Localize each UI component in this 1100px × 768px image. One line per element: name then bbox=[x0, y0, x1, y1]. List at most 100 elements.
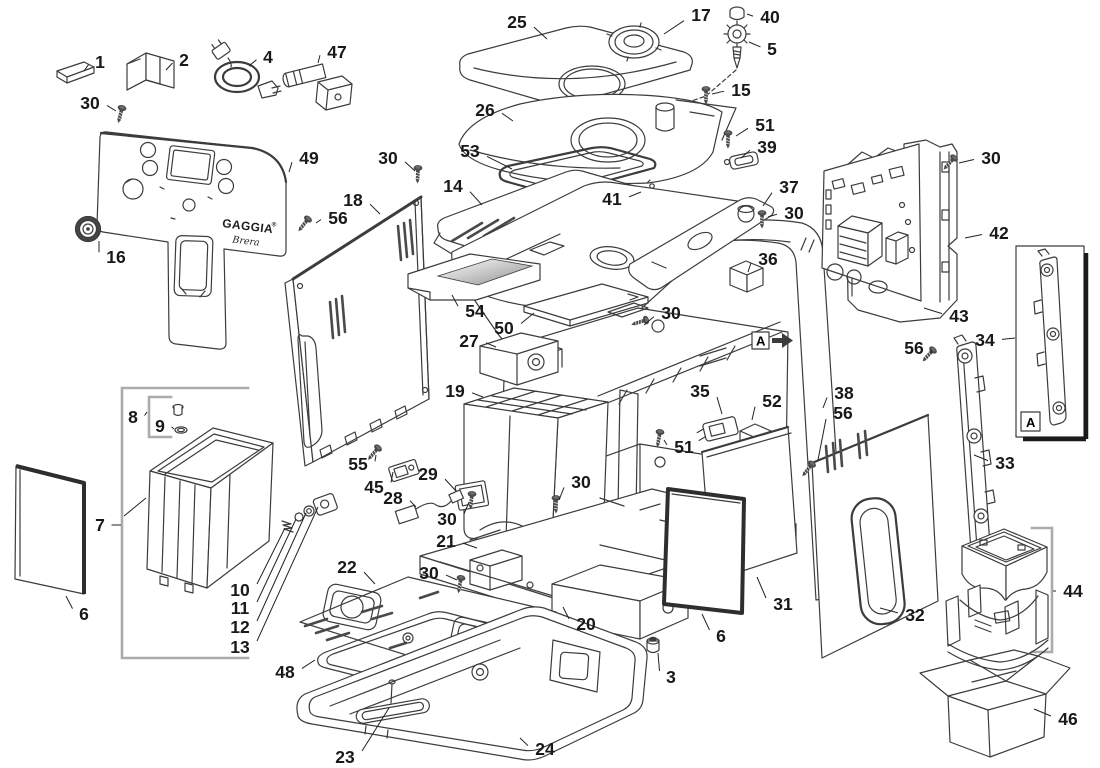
leader-line-27 bbox=[485, 342, 497, 348]
detail-inset-box-34: A bbox=[1015, 245, 1089, 442]
part-label-49: 49 bbox=[299, 148, 319, 168]
part-label-6: 6 bbox=[716, 626, 726, 646]
part-17-lid-cap bbox=[606, 22, 662, 62]
detail-marker-letter-inset: A bbox=[1026, 415, 1036, 430]
part-label-26: 26 bbox=[475, 100, 495, 120]
part-26-upper-housing bbox=[458, 93, 737, 185]
part-54-shelf-panel bbox=[407, 253, 541, 301]
leader-line-30 bbox=[463, 501, 470, 515]
leader-line-39 bbox=[740, 149, 751, 159]
leader-line-54 bbox=[451, 294, 459, 307]
part-label-24: 24 bbox=[535, 739, 555, 759]
leader-line-6 bbox=[65, 595, 73, 609]
part-33-door-rail bbox=[953, 334, 996, 557]
part-label-2: 2 bbox=[179, 50, 189, 70]
part-39-clip bbox=[723, 151, 759, 170]
part-label-47: 47 bbox=[327, 42, 346, 62]
leader-line-11 bbox=[256, 518, 297, 603]
part-4-power-cord bbox=[211, 39, 282, 99]
model-script-text: Brera bbox=[231, 234, 261, 248]
group-bracket-8-9 bbox=[147, 395, 173, 439]
part-label-12: 12 bbox=[230, 617, 250, 637]
leader-line-30 bbox=[767, 213, 778, 218]
leader-line-25 bbox=[533, 26, 548, 40]
part-label-17: 17 bbox=[691, 5, 710, 25]
part-label-28: 28 bbox=[383, 488, 403, 508]
leader-line-9 bbox=[171, 426, 175, 430]
part-label-23: 23 bbox=[335, 747, 355, 767]
part-label-27: 27 bbox=[459, 331, 478, 351]
part-label-46: 46 bbox=[1058, 709, 1078, 729]
part-label-30: 30 bbox=[80, 93, 100, 113]
leader-line-2 bbox=[165, 62, 173, 71]
part-53-lid-gasket bbox=[498, 146, 657, 195]
leader-line-10 bbox=[256, 527, 286, 585]
part-label-15: 15 bbox=[731, 80, 751, 100]
part-label-16: 16 bbox=[106, 247, 126, 267]
part-27-valve-bracket bbox=[479, 332, 559, 386]
part-label-11: 11 bbox=[231, 598, 250, 618]
part-label-30: 30 bbox=[784, 203, 804, 223]
part-6-left-panel bbox=[14, 464, 86, 595]
part-label-14: 14 bbox=[443, 176, 463, 196]
part-label-19: 19 bbox=[445, 381, 465, 401]
part-label-13: 13 bbox=[230, 637, 250, 657]
leader-line-38 bbox=[822, 397, 828, 409]
leader-line-21 bbox=[462, 542, 478, 549]
part-label-33: 33 bbox=[995, 453, 1015, 473]
gaggia-logo: GAGGIA ® Brera bbox=[222, 216, 278, 249]
part-36-microswitch bbox=[729, 260, 764, 293]
leader-line-36 bbox=[747, 262, 752, 273]
leader-line-30 bbox=[404, 161, 416, 172]
leader-line-30 bbox=[643, 316, 655, 326]
leader-line-8 bbox=[144, 411, 148, 416]
part-label-8: 8 bbox=[128, 407, 138, 427]
leader-line-53 bbox=[486, 155, 513, 170]
part-label-5: 5 bbox=[767, 39, 777, 59]
leader-line-20 bbox=[562, 606, 570, 620]
part-1-cleaning-strip bbox=[56, 61, 95, 84]
leader-line-41 bbox=[628, 191, 642, 198]
leader-line-30 bbox=[958, 159, 975, 164]
part-7-dreg-drawer-bin bbox=[146, 427, 274, 594]
leader-line-30 bbox=[445, 574, 458, 581]
arrow-right-icon bbox=[772, 333, 793, 348]
part-18-left-side-panel bbox=[284, 195, 430, 467]
leader-line-48 bbox=[301, 659, 316, 669]
leader-line-24 bbox=[519, 737, 529, 747]
part-label-53: 53 bbox=[460, 141, 480, 161]
part-label-56: 56 bbox=[904, 338, 924, 358]
leader-line-32 bbox=[879, 607, 899, 614]
leader-line-51 bbox=[663, 439, 668, 446]
leader-line-40 bbox=[746, 13, 754, 17]
part-label-31: 31 bbox=[773, 594, 793, 614]
leader-line-56 bbox=[315, 219, 322, 224]
leader-line-23 bbox=[361, 707, 390, 752]
leader-line-1 bbox=[83, 64, 89, 72]
leader-line-35 bbox=[716, 396, 723, 415]
detail-marker-box-inset bbox=[1020, 411, 1041, 432]
part-label-30: 30 bbox=[378, 148, 398, 168]
leader-line-15 bbox=[711, 90, 725, 95]
part-50-flat-cover bbox=[523, 283, 649, 327]
part-label-40: 40 bbox=[760, 7, 780, 27]
part-label-51: 51 bbox=[674, 437, 694, 457]
part-label-39: 39 bbox=[757, 137, 777, 157]
part-label-36: 36 bbox=[758, 249, 778, 269]
part-label-41: 41 bbox=[602, 189, 622, 209]
part-label-38: 38 bbox=[834, 383, 854, 403]
part-8-fitting-plug bbox=[172, 403, 184, 417]
leader-line-12 bbox=[256, 512, 307, 622]
part-label-6: 6 bbox=[79, 604, 89, 624]
part-12-nut bbox=[303, 505, 315, 517]
leader-line-30 bbox=[106, 104, 117, 112]
group-bracket-44 bbox=[1030, 526, 1054, 654]
part-40-cap bbox=[729, 6, 745, 21]
part-label-37: 37 bbox=[779, 177, 798, 197]
leader-line-43 bbox=[923, 307, 943, 315]
leader-line-33 bbox=[973, 454, 989, 462]
leader-line-17 bbox=[663, 20, 685, 35]
part-label-30: 30 bbox=[571, 472, 591, 492]
